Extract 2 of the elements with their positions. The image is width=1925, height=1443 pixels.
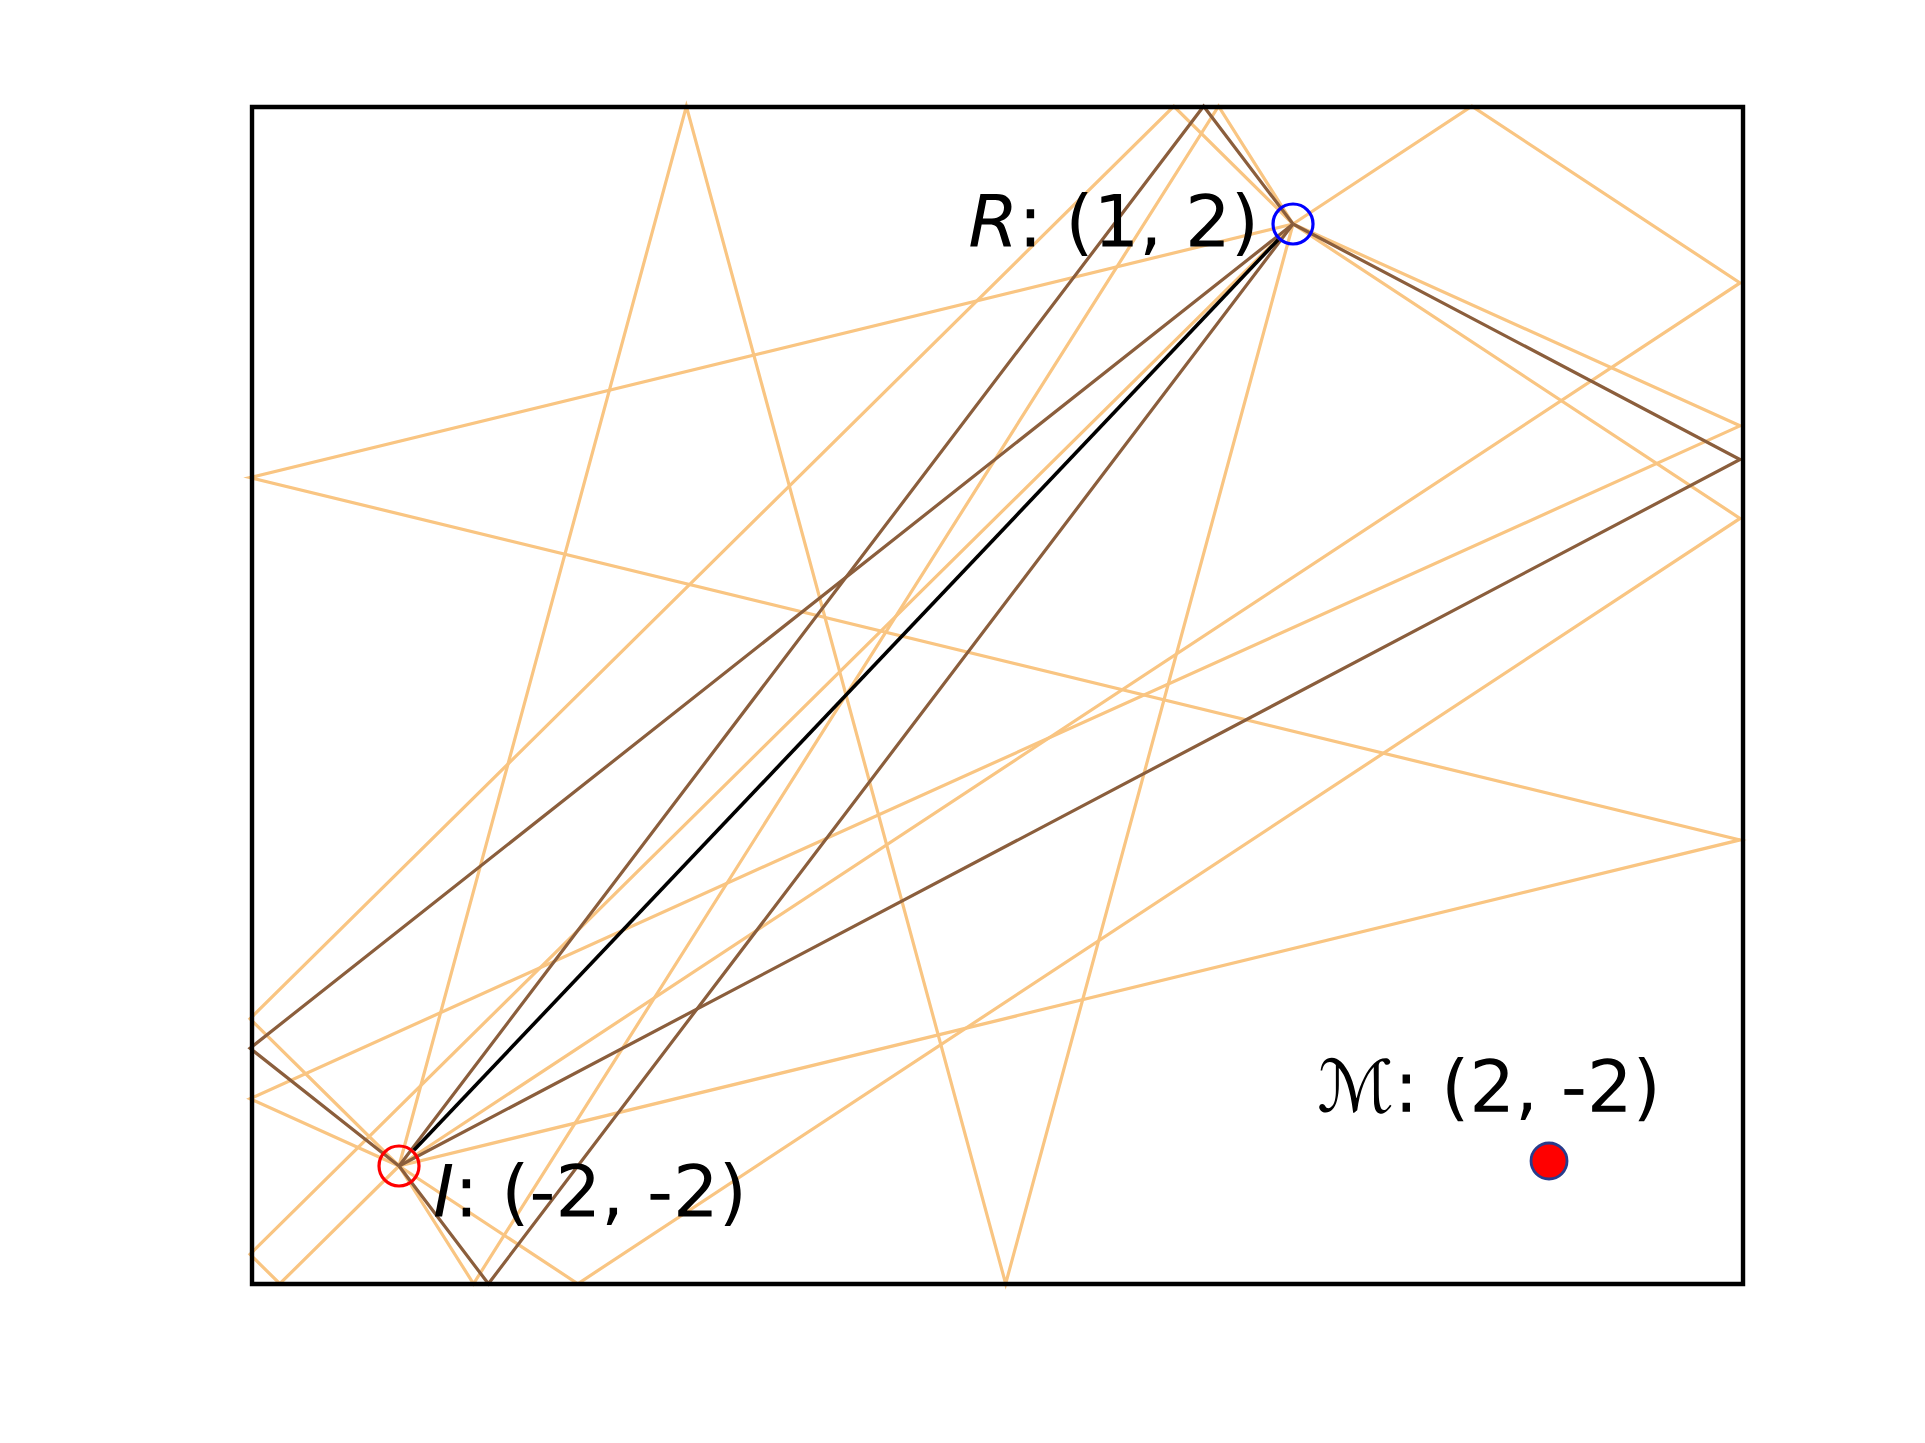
line xyxy=(412,238,1280,1152)
node-label: ℳ: (2, -2) xyxy=(1319,1057,1655,1122)
